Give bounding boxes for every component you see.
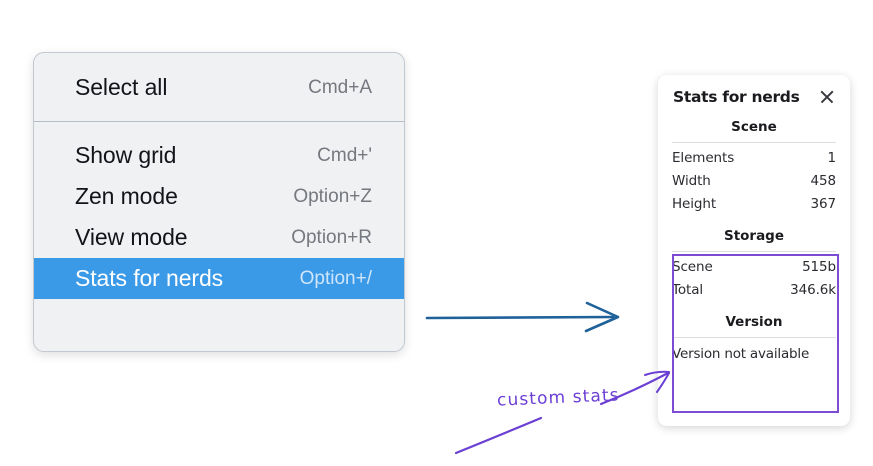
menu-item-shortcut: Cmd+A [308,76,372,98]
stat-key: Width [672,172,711,189]
stats-section-scene: Scene Elements 1 Width 458 Height 367 [672,106,836,215]
stats-section-storage: Storage Scene 515b Total 346.6k [672,215,836,301]
section-divider [672,142,836,143]
stat-row-width: Width 458 [672,169,836,192]
menu-to-panel-arrow [425,301,620,333]
menu-footer-spacer [34,299,404,322]
menu-item-shortcut: Option+/ [299,267,372,289]
menu-item-stats-for-nerds[interactable]: Stats for nerds Option+/ [34,258,404,299]
menu-item-select-all[interactable]: Select all Cmd+A [34,67,404,108]
custom-stats-underline-stroke [454,416,543,455]
stat-value: 367 [810,195,837,212]
menu-item-show-grid[interactable]: Show grid Cmd+' [34,135,404,176]
menu-separator [34,121,404,122]
stats-panel-title: Stats for nerds [673,88,800,106]
version-note: Version not available [672,346,810,362]
stat-value: 458 [810,172,837,189]
stat-value: 1 [827,149,837,166]
section-heading: Scene [731,119,777,135]
canvas-context-menu: Select all Cmd+A Show grid Cmd+' Zen mod… [33,52,405,352]
menu-item-shortcut: Option+Z [293,185,372,207]
menu-item-label: Zen mode [75,183,178,209]
stat-key: Height [672,195,717,212]
stat-row-height: Height 367 [672,192,836,215]
close-icon[interactable] [818,88,836,106]
menu-item-shortcut: Option+R [291,226,372,248]
menu-item-zen-mode[interactable]: Zen mode Option+Z [34,176,404,217]
menu-item-label: View mode [75,224,188,250]
menu-item-label: Stats for nerds [75,265,224,291]
section-heading: Storage [723,228,785,244]
stats-for-nerds-panel: Stats for nerds Scene Elements 1 Width 4… [658,75,850,426]
stat-key: Scene [672,258,713,275]
menu-item-shortcut: Cmd+' [317,144,372,166]
stat-value: 515b [802,258,836,275]
stat-key: Total [672,281,704,298]
menu-item-label: Select all [75,74,168,100]
custom-stats-callout-label: custom stats [496,385,621,411]
menu-group-primary: Select all Cmd+A [34,53,404,121]
section-heading: Version [725,314,783,330]
stat-row-elements: Elements 1 [672,146,836,169]
section-divider [672,337,836,338]
section-divider [672,251,836,252]
stats-section-version: Version Version not available [672,301,836,362]
stat-row-scene-storage: Scene 515b [672,255,836,278]
menu-item-view-mode[interactable]: View mode Option+R [34,217,404,258]
menu-item-label: Show grid [75,142,177,168]
stat-row-total-storage: Total 346.6k [672,278,836,301]
menu-group-secondary: Show grid Cmd+' Zen mode Option+Z View m… [34,122,404,322]
stat-value: 346.6k [790,281,836,298]
stats-panel-titlebar: Stats for nerds [658,75,850,106]
stats-panel-body: Scene Elements 1 Width 458 Height 367 St… [658,106,850,362]
stat-key: Elements [672,149,735,166]
